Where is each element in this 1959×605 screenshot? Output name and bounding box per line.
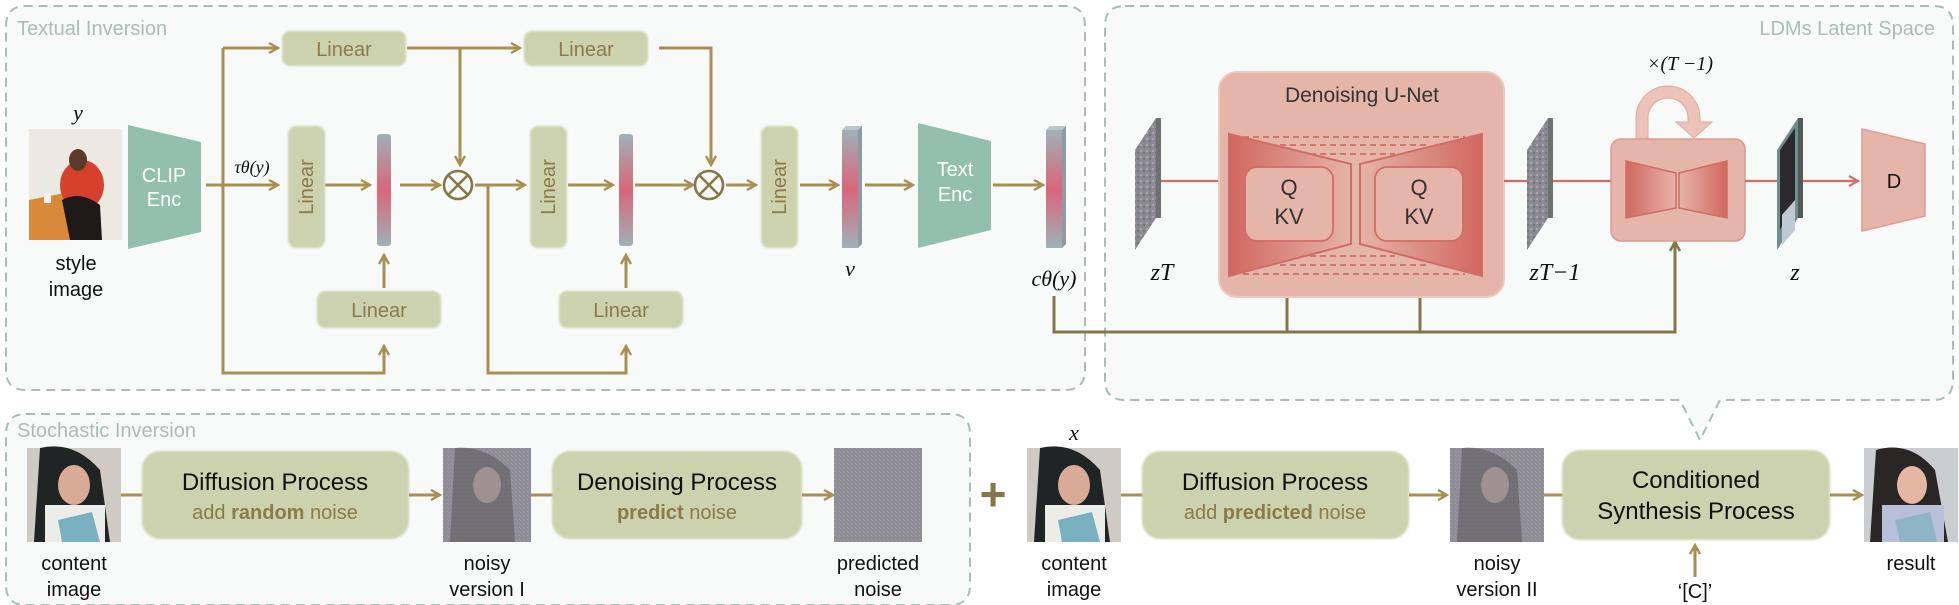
noisy1-caption-2: version I — [449, 579, 525, 601]
unet-small-encoder — [1625, 160, 1677, 219]
linear-vertical-2: Linear — [530, 126, 567, 248]
latent-zT-1 — [1527, 118, 1553, 250]
result-image — [1864, 447, 1958, 542]
result-caption: result — [1887, 553, 1936, 575]
zT-1-label: zT−1 — [1529, 260, 1581, 286]
repeat-label: ×(T −1) — [1647, 53, 1713, 75]
cond-title-1: Conditioned — [1632, 467, 1760, 494]
content-caption-2b: image — [1047, 579, 1101, 601]
unet-title: Denoising U-Net — [1285, 84, 1439, 107]
style-image — [29, 129, 122, 240]
kv-label: KV — [1274, 204, 1304, 229]
ldm-title: LDMs Latent Space — [1759, 18, 1935, 40]
linear-top-2: Linear — [524, 31, 648, 66]
c-theta-vector — [1046, 126, 1066, 248]
clip-enc-label-2: Enc — [147, 189, 181, 211]
noisy2-caption-2: version II — [1456, 579, 1537, 601]
z-label: z — [1789, 260, 1800, 286]
diffusion-process-2: Diffusion Process add predicted noise — [1142, 451, 1409, 539]
multiply-op-1 — [442, 169, 474, 201]
plus-sign: + — [980, 468, 1007, 520]
clip-enc-label-1: CLIP — [142, 165, 186, 187]
text-enc-label-2: Enc — [938, 184, 972, 206]
linear-vertical-1: Linear — [288, 126, 325, 248]
predicted-noise-image — [834, 448, 922, 542]
linear-label: Linear — [593, 300, 649, 322]
predicted-caption: predicted — [837, 553, 919, 575]
x-symbol: x — [1068, 420, 1079, 445]
token-label: ‘[C]’ — [1678, 581, 1712, 603]
decoder-label: D — [1887, 171, 1901, 193]
textual-inversion-title: Textual Inversion — [17, 18, 167, 40]
c-theta-label: cθ(y) — [1032, 266, 1077, 291]
diffusion-subtitle: add predicted noise — [1184, 502, 1366, 524]
q-label: Q — [1410, 175, 1427, 200]
predicted-caption-2: noise — [854, 579, 902, 601]
linear-vertical-3: Linear — [761, 126, 798, 248]
noisy1-caption: noisy — [464, 553, 511, 575]
attention-block-2: Q KV — [1374, 166, 1464, 242]
feature-vector-2 — [619, 134, 633, 246]
stochastic-inversion-title: Stochastic Inversion — [17, 420, 196, 442]
tau-label: τθ(y) — [234, 157, 269, 178]
attention-block-1: Q KV — [1244, 166, 1334, 242]
diffusion-title: Diffusion Process — [182, 469, 368, 496]
multiply-op-2 — [693, 169, 725, 201]
text-enc-label-1: Text — [937, 159, 974, 181]
noisy-version-2 — [1450, 447, 1544, 542]
text-encoder — [918, 123, 991, 248]
clip-encoder — [128, 125, 201, 249]
content-caption-1b: image — [47, 579, 101, 601]
noisy-version-1 — [443, 447, 531, 542]
style-image-symbol: y — [71, 100, 83, 125]
linear-top-1: Linear — [282, 31, 406, 66]
latent-z — [1777, 118, 1803, 250]
loop-arrow-icon — [1635, 85, 1714, 140]
cond-title-2: Synthesis Process — [1597, 498, 1794, 525]
style-image-caption-2: image — [49, 279, 103, 301]
style-image-caption: style — [55, 253, 96, 275]
linear-label: Linear — [769, 159, 791, 215]
content-image-2 — [1027, 446, 1121, 542]
linear-label: Linear — [296, 159, 318, 215]
denoise-subtitle: predict noise — [617, 502, 737, 524]
diffusion-title: Diffusion Process — [1182, 469, 1368, 496]
content-image-1 — [27, 446, 121, 542]
v-vector — [842, 126, 862, 248]
diffusion-subtitle: add random noise — [192, 502, 358, 524]
unet-small-decoder — [1678, 160, 1728, 219]
conditioned-synthesis-process: Conditioned Synthesis Process — [1562, 450, 1830, 540]
v-label: v — [845, 256, 855, 281]
linear-label: Linear — [558, 39, 614, 61]
denoising-process: Denoising Process predict noise — [552, 451, 802, 539]
kv-label: KV — [1404, 204, 1434, 229]
latent-zT — [1135, 118, 1161, 250]
linear-bottom-2: Linear — [559, 291, 683, 328]
noisy2-caption: noisy — [1474, 553, 1521, 575]
zT-label: zT — [1150, 260, 1175, 286]
linear-label: Linear — [316, 39, 372, 61]
q-label: Q — [1280, 175, 1297, 200]
diffusion-process-1: Diffusion Process add random noise — [142, 451, 409, 539]
content-caption-2: content — [1041, 553, 1107, 575]
content-caption-1: content — [41, 553, 107, 575]
linear-bottom-1: Linear — [317, 291, 441, 328]
denoise-title: Denoising Process — [577, 469, 777, 496]
linear-label: Linear — [538, 159, 560, 215]
feature-vector-1 — [377, 134, 391, 246]
decoder — [1861, 128, 1926, 232]
linear-label: Linear — [351, 300, 407, 322]
